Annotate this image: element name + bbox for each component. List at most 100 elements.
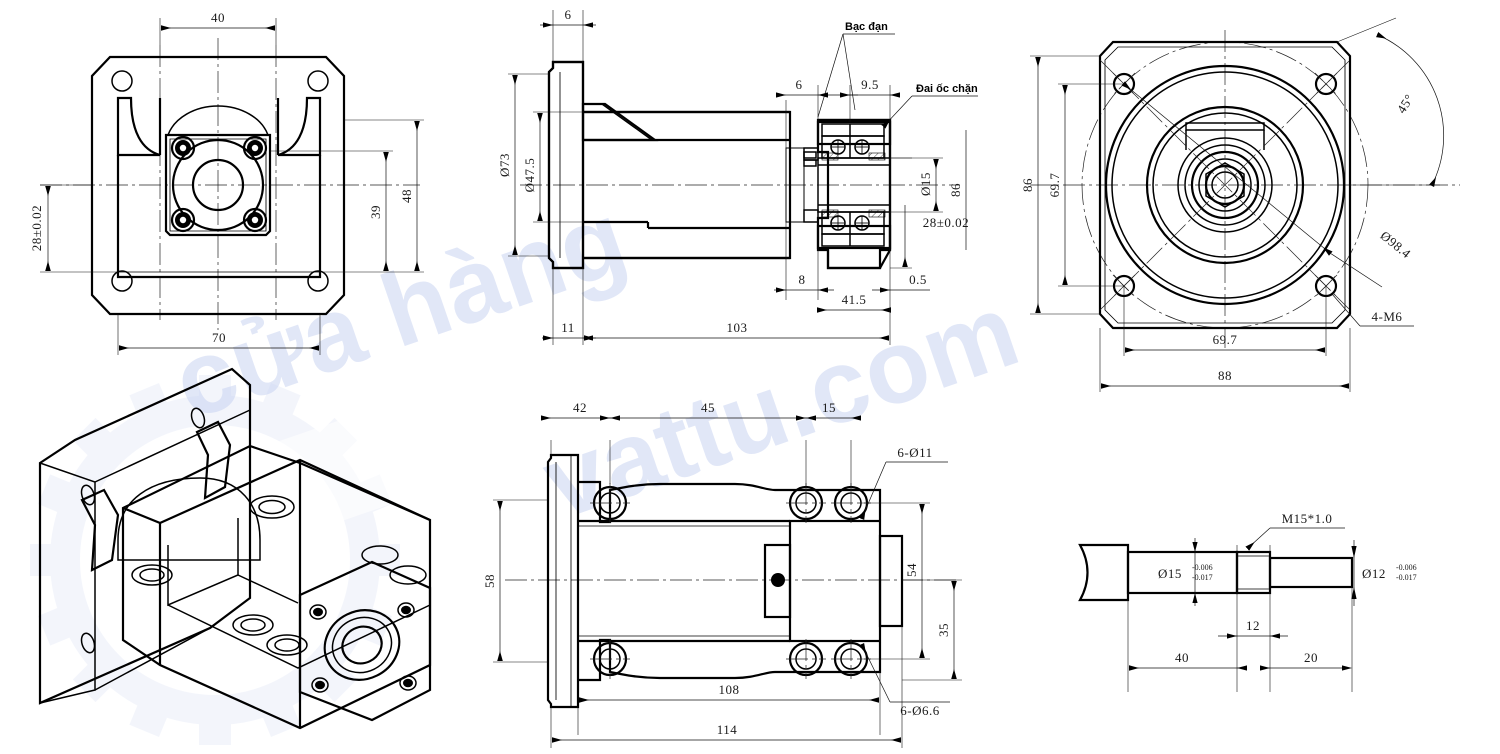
iso-plate-corner [231,368,251,386]
boss-arc [167,105,269,136]
dim-12-text: 12 [1246,618,1260,633]
iso-pocket-e [237,574,299,604]
iso-front-face [298,560,432,722]
arrow-15-l [796,415,806,421]
bore-outer [171,138,265,232]
mount-hole-bl [111,270,133,292]
dim-95-text: 9.5 [861,77,879,92]
dim-d475-text: Ø47.5 [522,158,537,193]
dim-sd12-tolu: -0.006 [1396,563,1417,572]
arrow-20-l [1260,665,1270,671]
rib-right [277,96,322,157]
dim-48-text: 48 [399,189,414,203]
dim-40s-text: 40 [1175,650,1189,665]
label-bearing-text: Bạc đạn [845,21,888,33]
pv-end-cap [878,534,904,628]
bearing-flange-plate [164,133,272,237]
pv-flange [546,453,580,709]
shaft-d12 [1268,556,1354,589]
dim-58-text: 58 [482,574,497,588]
pv-hole-group [590,483,871,679]
iso-plate-edge [39,462,96,704]
iso-front-bore-in [341,625,383,665]
dim-d984-text: Ø98.4 [1378,228,1414,261]
dim-86-text: 86 [948,183,963,197]
dim-35-text: 35 [936,623,951,637]
view-plan: 42 45 15 58 54 35 108 114 [482,400,962,748]
iso-plate-hole-3 [80,632,96,654]
sec-mount-plate [547,60,585,270]
dim-sd12-text: Ø12 [1362,566,1386,581]
dim-4m6-text: 4-M6 [1372,309,1403,324]
arrow-15-r [851,415,861,421]
arrow-6a-r [583,22,593,28]
dimarc-45 [1375,32,1445,188]
rf-circle-1 [1104,64,1346,306]
arrow-8-r [818,287,828,293]
bore-inner [191,158,245,212]
iso-bore-pocket [117,477,261,561]
arrow-sd12-b [1351,587,1357,599]
rf-plate [1098,40,1352,330]
arrow-8-l [776,287,786,293]
rf-circle-2 [1111,71,1339,299]
dim-sd12-toll: -0.017 [1396,573,1417,582]
dim-54-text: 54 [904,563,919,577]
sec-thread-groove [803,151,817,167]
leader-d984 [1329,252,1383,288]
dim-415-text: 41.5 [842,292,867,307]
dim-114-text: 114 [717,722,738,737]
iso-rib-1 [195,420,232,500]
mounting-plate-outline [90,55,346,316]
dim-rf86-text: 86 [1020,178,1035,192]
dim-05-text: 0.5 [909,272,927,287]
mount-hole-br [307,270,329,292]
iso-rib-2 [80,488,120,572]
dim-8-text: 8 [799,272,806,287]
iso-front-bore-mid [331,616,393,674]
arrow-6b-r [818,92,828,98]
arrow-sd12-t [1351,546,1357,558]
shaft-thread [1235,550,1272,595]
dim-28-text: 28±0.02 [29,205,44,251]
dim-45-text: 45° [1394,91,1417,116]
dimline-d984 [1121,81,1333,256]
view-section: Bạc đạn Đai ốc chặn 6 6 9.5 Ø73 Ø47.5 [497,7,978,345]
dim-103-text: 103 [727,320,748,335]
dim-697h-text: 69.7 [1213,332,1238,347]
arrow-20-r [1342,665,1352,671]
rib-left-curve [130,97,161,156]
view-isometric [38,367,432,730]
iso-plate-hole-1 [190,407,206,429]
arrow-40-r [1237,665,1247,671]
arrow-95-l [840,92,850,98]
bearing-detail-upper [821,123,886,161]
leader-6d66 [859,642,891,703]
dim-6d11-text: 6-Ø11 [897,445,932,460]
iso-front-screws [309,602,417,693]
rf-plate-inner [1104,46,1346,324]
leader-bearing-2 [842,33,856,111]
arrow-05-l [880,287,890,293]
leader-locknut [881,95,913,129]
dim-108-text: 108 [719,682,740,697]
arrow-6b-l [776,92,786,98]
sec-housing-out [818,118,892,270]
bearing-outer-upper [816,120,892,146]
iso-front-bore-out [323,609,401,681]
mount-hole-tr [307,70,329,92]
dim-sd15-tolu: -0.006 [1192,563,1213,572]
iso-plate-hole-2 [80,484,96,506]
label-locknut-text: Đai ốc chặn [916,83,978,95]
rib-left [116,96,161,157]
view-shaft-detail: Ø15 -0.006 -0.017 Ø12 -0.006 -0.017 M15*… [1078,511,1417,692]
dim-11-text: 11 [561,320,575,335]
iso-body [121,444,432,730]
dim-sd15-text: Ø15 [1158,566,1182,581]
dim-45-text: 45 [701,400,715,415]
arrow-95-r [890,92,900,98]
arrow-sd15-t [1192,542,1198,552]
arrow-11-l [543,335,553,341]
dim-6d66-text: 6-Ø6.6 [900,703,939,718]
